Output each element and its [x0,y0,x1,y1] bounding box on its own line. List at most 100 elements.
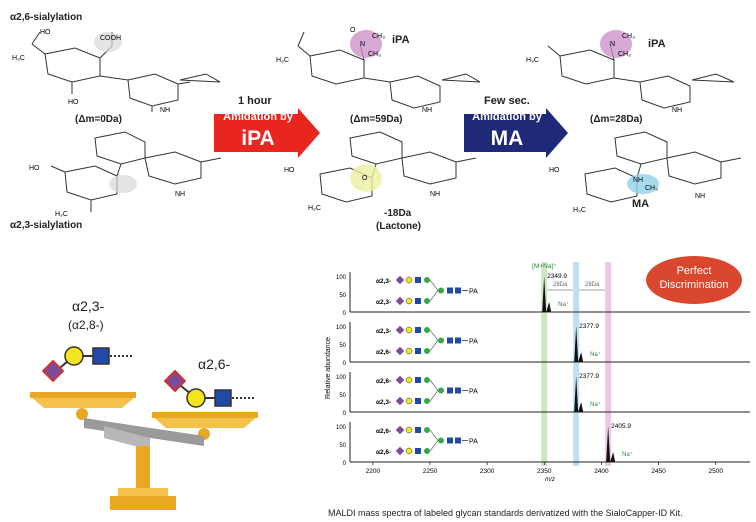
svg-text:NH: NH [422,107,432,112]
y-tick-label: 50 [339,343,346,349]
svg-text:N: N [610,41,615,48]
svg-text:NH: NH [672,107,682,112]
mid-lactone-label: (Lactone) [376,221,421,232]
y-tick-label: 50 [339,393,346,399]
mannose-circle [424,327,430,333]
right-delta-label: (Δm=28Da) [590,114,643,125]
core-glcnac-square [447,287,453,294]
glcnac-square [415,298,421,304]
alpha26-glycan-structure: COOH H₃C HO HO NH [12,29,220,112]
linkage-bottom-label: α2,3- [376,299,391,306]
linkage-top-label: α2,3- [376,328,391,335]
core-glcnac-square [455,287,461,294]
svg-text:H₃C: H₃C [526,57,539,64]
mid-ipa-label: iPA [392,34,410,46]
branch-link [429,340,439,352]
svg-text:O: O [362,175,368,182]
svg-text:CH₃: CH₃ [645,185,658,192]
galactose-circle [405,426,413,434]
step2-line2: MA [490,127,524,150]
galactose-circle [405,347,413,355]
core-glcnac-square [455,337,461,344]
mid-bottom-glycan-structure: O HO H₃C NH [284,131,477,212]
na-adduct-label: Na⁺ [590,401,601,408]
spectrum-peak [542,276,552,312]
svg-text:HO: HO [549,167,560,174]
linkage-top-label: α2,6- [376,378,391,385]
left-delta-label: (Δm=0Da) [75,114,122,125]
glcnac-square [415,448,421,454]
branch-link [429,390,439,402]
x-tick-label: 2250 [423,468,438,475]
spectrum-peak [574,376,584,412]
peak-label: 2349.9 [547,273,567,280]
x-tick-label: 2350 [537,468,552,475]
na-adduct-label: Na⁺ [622,451,633,458]
glcnac-square [415,427,421,433]
core-mannose-circle [438,387,444,394]
svg-text:NH: NH [633,177,643,184]
glcnac-square [415,327,421,333]
step1-line1: Amidation by [223,111,293,123]
mannose-circle [424,427,430,433]
svg-text:H₃C: H₃C [12,55,25,62]
badge-line2: Discrimination [659,279,729,291]
branch-link [429,290,439,302]
y-tick-label: 50 [339,293,346,299]
y-tick-label: 0 [343,411,347,417]
glcnac-square [415,277,421,283]
alpha23-glycan-structure: HO NH H₃C [29,131,222,218]
mid-top-glycan-structure: O N CH₃ CH₃ H₃C NH [276,27,480,112]
x-tick-label: 2200 [366,468,381,475]
spectrum-peak [574,326,584,362]
pa-label: PA [469,439,478,446]
svg-text:NH: NH [695,193,705,200]
x-tick-label: 2500 [708,468,723,475]
y-tick-label: 0 [343,461,347,467]
svg-text:NH: NH [430,191,440,198]
svg-text:H₃C: H₃C [55,211,68,218]
spectrum-peak [606,426,616,462]
mannose-circle [424,448,430,454]
right-ipa-label: iPA [648,38,666,50]
sialic-acid-diamond [395,375,405,385]
mannose-circle [424,348,430,354]
core-mannose-circle [438,287,444,294]
branch-link [429,329,439,341]
x-tick-label: 2300 [480,468,495,475]
core-glcnac-square [447,437,453,444]
mannose-circle [424,277,430,283]
mna-label: [M+Na]⁺ [532,263,557,270]
sialic-acid-diamond [395,446,405,456]
gap2-label: 28Da [585,282,600,288]
svg-text:CH₃: CH₃ [368,51,381,58]
galactose-circle [405,297,413,305]
core-glcnac-square [447,337,453,344]
mannose-circle [424,377,430,383]
pink-band [605,262,612,466]
branch-link [429,429,439,441]
peak-label: 2377.9 [579,323,599,330]
glcnac-square [415,348,421,354]
balance-label-a23: α2,3- [72,298,105,314]
reaction-scheme: α2,6-sialylation COOH H₃C HO HO NH (Δm=0… [0,0,756,240]
svg-text:CH₃: CH₃ [618,51,631,58]
linkage-top-label: α2,3- [376,278,391,285]
sialic-acid-diamond [395,275,405,285]
mid-delta-label: (Δm=59Da) [350,114,403,125]
blue-arrow [464,108,568,158]
linkage-top-label: α2,6- [376,428,391,435]
balance-label-a26: α2,6- [198,356,231,372]
pa-label: PA [469,339,478,346]
blue-band [573,262,580,466]
mid-lactone-shift: -18Da [384,208,412,219]
galactose-circle [405,326,413,334]
y-tick-label: 100 [336,375,347,381]
step1-line2: iPA [241,127,275,150]
branch-link [429,279,439,291]
svg-text:CH₃: CH₃ [622,33,635,40]
red-arrow [214,108,320,158]
perfect-discrimination-badge: Perfect Discrimination [646,256,742,304]
svg-text:CH₃: CH₃ [372,33,385,40]
x-tick-label: 2400 [594,468,609,475]
